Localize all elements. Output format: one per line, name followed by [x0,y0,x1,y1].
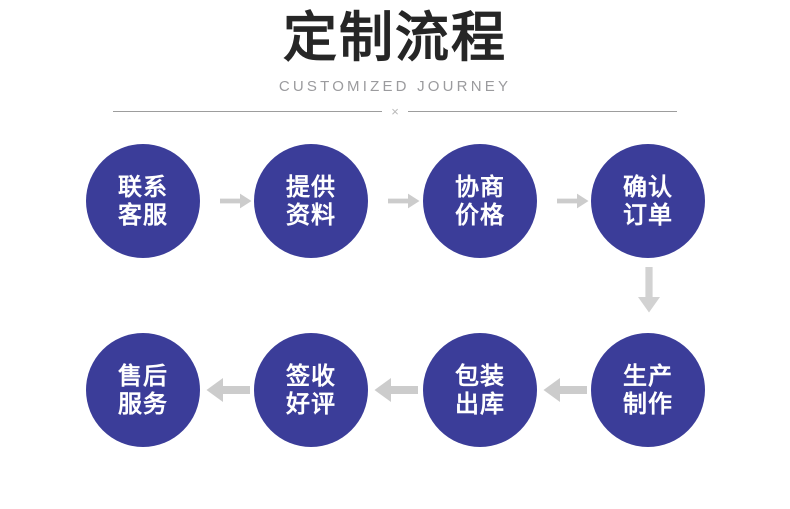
flow-row-top: 联系 客服 提供 资料 协商 价格 确认 订单 [0,144,790,258]
flow-node-confirm-order[interactable]: 确认 订单 [591,144,705,258]
flow-node-label-line2: 资料 [286,201,336,229]
page-header: 定制流程 CUSTOMIZED JOURNEY [0,0,790,96]
flow-row-bottom: 售后 服务 签收 好评 包装 出库 生产 制作 [0,333,790,447]
arrow-left-icon [366,333,426,447]
flow-node-provide-materials[interactable]: 提供 资料 [254,144,368,258]
flow-node-sign-and-review[interactable]: 签收 好评 [254,333,368,447]
section-divider: × [113,102,677,120]
arrow-down-icon [637,266,661,314]
arrow-left-icon [535,333,595,447]
divider-x-mark: × [391,103,399,119]
flow-node-label-line1: 包装 [455,362,505,390]
flow-node-label-line1: 确认 [623,173,673,201]
arrow-left-icon [198,333,258,447]
arrow-right-icon [547,144,599,258]
flow-node-label-line2: 客服 [118,201,168,229]
divider-line-right [408,110,677,112]
flow-node-after-sales-service[interactable]: 售后 服务 [86,333,200,447]
flow-node-packaging-shipping[interactable]: 包装 出库 [423,333,537,447]
flow-node-label-line1: 提供 [286,173,336,201]
arrow-right-icon [378,144,430,258]
page-title: 定制流程 [283,6,507,69]
flow-node-label-line2: 制作 [623,390,673,418]
flow-node-label-line2: 价格 [455,201,505,229]
flow-node-production[interactable]: 生产 制作 [591,333,705,447]
flow-node-negotiate-price[interactable]: 协商 价格 [423,144,537,258]
page-subtitle: CUSTOMIZED JOURNEY [278,78,512,95]
flow-node-label-line1: 协商 [455,173,505,201]
arrow-right-icon [210,144,262,258]
divider-line-left [113,110,382,112]
flow-node-label-line2: 服务 [118,390,168,418]
flow-node-contact-support[interactable]: 联系 客服 [86,144,200,258]
flow-node-label-line1: 生产 [623,362,673,390]
flow-node-label-line1: 联系 [118,173,168,201]
flow-node-label-line2: 订单 [623,201,673,229]
flow-node-label-line1: 售后 [118,362,168,390]
flow-node-label-line1: 签收 [286,362,336,390]
flow-node-label-line2: 出库 [455,390,505,418]
flow-node-label-line2: 好评 [286,390,336,418]
